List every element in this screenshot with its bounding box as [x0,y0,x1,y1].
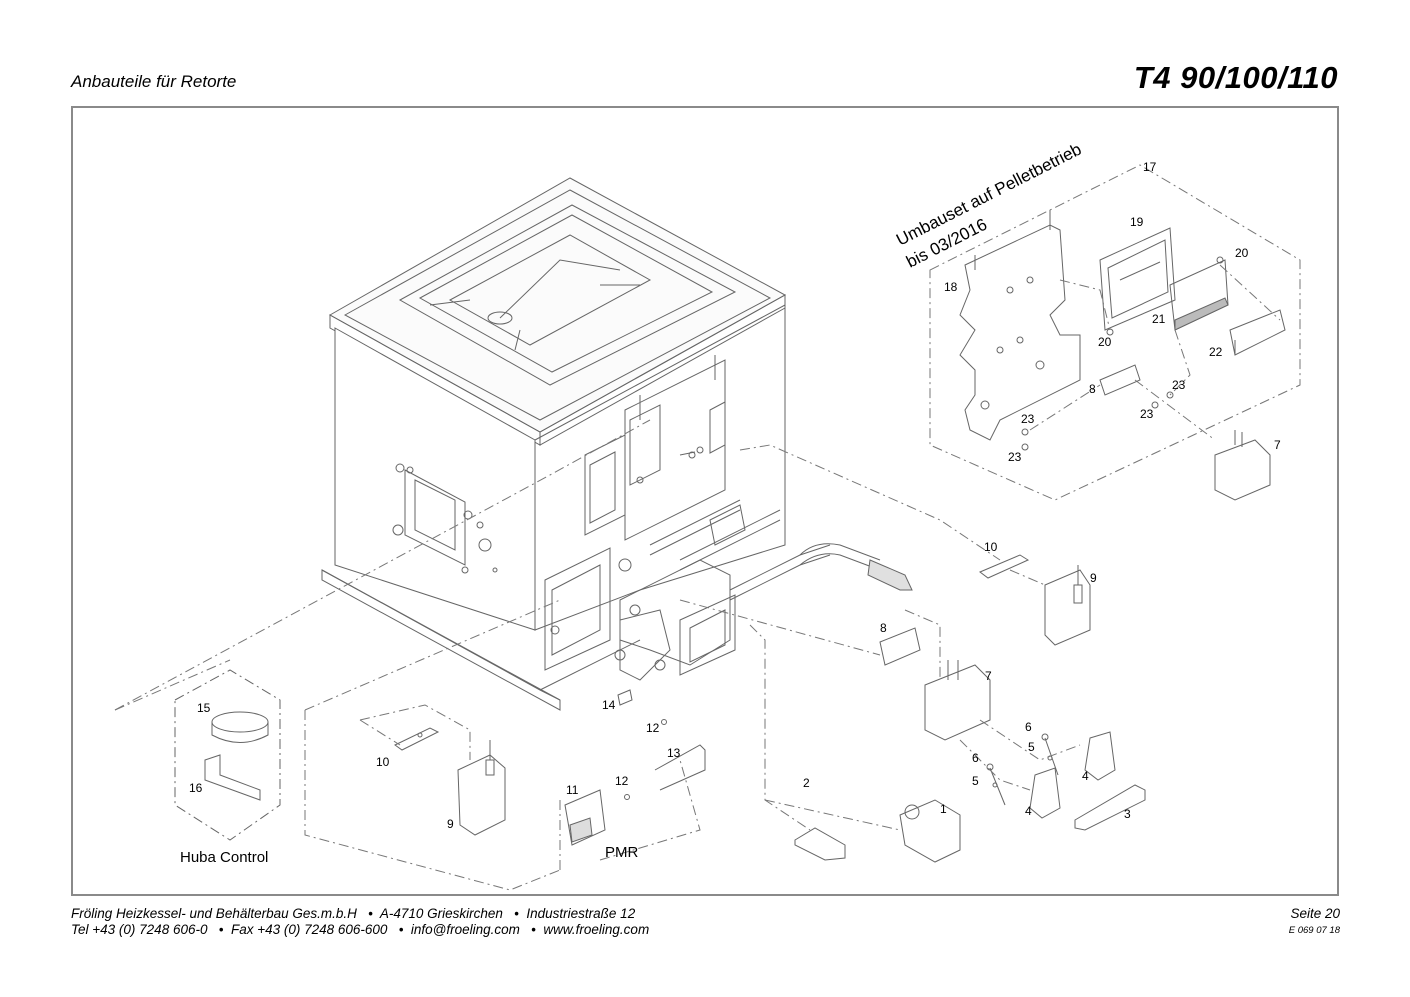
part-number-23: 23 [1008,450,1022,464]
pmr-label: PMR [605,844,639,861]
part-number-15: 15 [197,701,211,715]
part-number-13: 13 [667,746,681,760]
part-number-19: 19 [1130,215,1144,229]
part-number-10: 10 [376,755,390,769]
exploded-parts-drawing: Umbauset auf Pelletbetrieb bis 03/2016 H… [114,140,1301,891]
huba-control-label: Huba Control [180,849,268,866]
part-number-5: 5 [1028,740,1035,754]
retrofit-kit-outline [929,164,1301,501]
part-number-22: 22 [1209,345,1223,359]
page-title: T4 90/100/110 [1133,60,1338,95]
footer-document-code: E 069 07 18 [1288,925,1340,936]
part-number-7: 7 [985,669,992,683]
part-number-7: 7 [1274,438,1281,452]
lower-right-parts [794,554,1146,863]
drawing-frame [71,106,1339,896]
lower-left-parts [174,669,706,846]
part-number-2: 2 [803,776,810,790]
footer-contact: Tel +43 (0) 7248 606-0 • Fax +43 (0) 724… [71,922,650,937]
part-number-8: 8 [1089,382,1096,396]
page-subtitle: Anbauteile für Retorte [71,72,237,91]
part-number-4: 4 [1025,804,1032,818]
part-number-5: 5 [972,774,979,788]
part-number-1: 1 [940,802,947,816]
part-number-16: 16 [189,781,203,795]
part-number-10: 10 [984,540,998,554]
part-number-23: 23 [1172,378,1186,392]
part-number-6: 6 [972,751,979,765]
part-number-23: 23 [1021,412,1035,426]
part-number-20: 20 [1235,246,1249,260]
part-number-3: 3 [1124,807,1131,821]
part-number-11: 11 [566,783,579,797]
part-number-12: 12 [615,774,629,788]
part-number-17: 17 [1143,160,1157,174]
retrofit-kit-parts [959,210,1286,501]
part-number-20: 20 [1098,335,1112,349]
part-number-8: 8 [880,621,887,635]
part-number-9: 9 [447,817,454,831]
part-number-6: 6 [1025,720,1032,734]
part-number-21: 21 [1152,312,1166,326]
boiler-body [321,177,913,711]
part-number-4: 4 [1082,769,1089,783]
part-number-18: 18 [944,280,958,294]
part-number-14: 14 [602,698,616,712]
footer-company-address: Fröling Heizkessel- und Behälterbau Ges.… [71,906,636,921]
part-number-23: 23 [1140,407,1154,421]
retrofit-label-line1: Umbauset auf Pelletbetrieb [893,140,1084,250]
leader-lines [114,264,1281,891]
part-number-9: 9 [1090,571,1097,585]
footer-page-number: Seite 20 [1290,906,1340,921]
part-number-12: 12 [646,721,660,735]
